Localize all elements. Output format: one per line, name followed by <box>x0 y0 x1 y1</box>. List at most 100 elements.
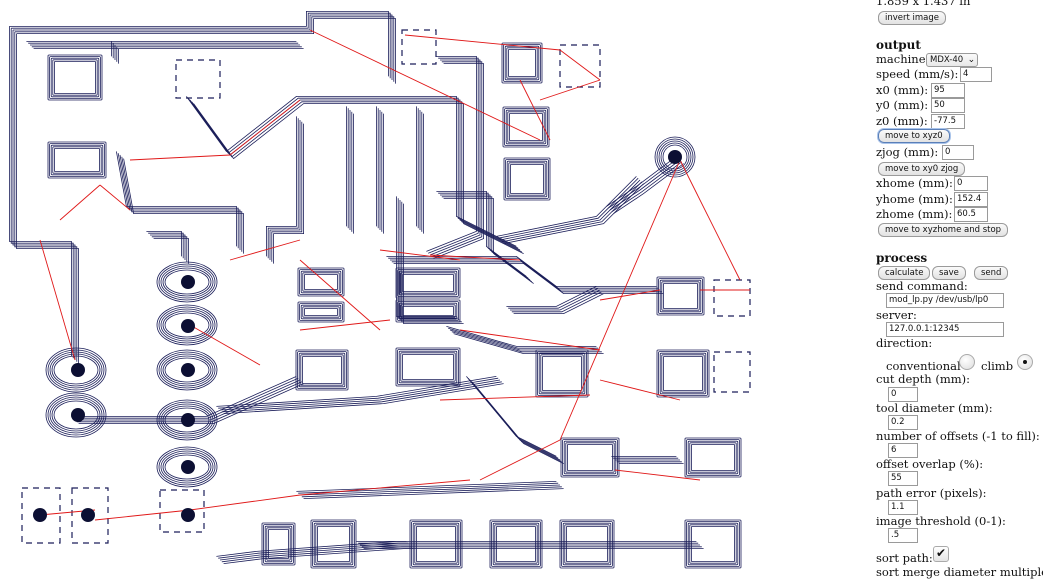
travel-move <box>539 79 601 101</box>
toolpath-trace <box>453 333 604 355</box>
toolpath-trace <box>503 183 644 244</box>
overlap-input[interactable]: 55 <box>888 471 918 486</box>
save-button[interactable]: save <box>932 266 966 280</box>
threshold-input[interactable]: .5 <box>888 528 918 543</box>
toolpath-pad <box>47 141 107 179</box>
x0-input[interactable]: 95 <box>931 83 965 98</box>
toolpath-outline <box>175 59 221 99</box>
toolpath-pad <box>506 160 548 198</box>
toolpath-pad <box>299 269 343 295</box>
toolpath-pad <box>540 354 584 393</box>
travel-move <box>679 159 741 281</box>
xhome-label: xhome (mm): <box>876 176 953 190</box>
climb-radio[interactable] <box>1017 354 1033 370</box>
toolpath-pad <box>302 306 340 318</box>
y0-input[interactable]: 50 <box>931 98 965 113</box>
toolpath-pad <box>300 304 342 320</box>
move-to-xy0-zjog-button[interactable]: move to xy0 zjog <box>878 162 966 176</box>
toolpath-pad <box>397 349 459 385</box>
toolpath-ring <box>45 392 107 438</box>
invert-image-button[interactable]: invert image <box>878 11 947 25</box>
offsets-input[interactable]: 6 <box>888 443 918 458</box>
toolpath-pad <box>504 45 540 81</box>
toolpath-trace <box>393 263 604 295</box>
sort-path-checkbox[interactable]: ✔ <box>933 546 949 562</box>
toolpath-ring <box>162 310 212 340</box>
xhome-input[interactable]: 0 <box>954 176 988 191</box>
toolpath-outline <box>713 279 751 317</box>
travel-move <box>519 79 551 141</box>
toolpath-trace <box>449 329 600 351</box>
toolpath-canvas <box>8 10 751 569</box>
toolpath-pad <box>298 352 346 388</box>
toolpath-trace <box>11 12 391 79</box>
toolpath-trace <box>10 28 74 359</box>
toolpath-pad <box>507 111 545 143</box>
tool-diameter-input[interactable]: 0.2 <box>888 415 918 430</box>
travel-move <box>599 379 681 401</box>
conventional-radio[interactable] <box>959 354 975 370</box>
toolpath-pad <box>658 351 708 396</box>
toolpath-pad <box>47 54 103 101</box>
speed-input[interactable]: 4 <box>960 67 992 82</box>
toolpath-pad <box>560 437 620 478</box>
toolpath-trace <box>303 488 564 499</box>
yhome-input[interactable]: 152.4 <box>954 192 988 207</box>
move-to-xyzhome-button[interactable]: move to xyzhome and stop <box>878 223 1009 237</box>
toolpath-trace <box>433 63 485 259</box>
server-input[interactable]: 127.0.0.1:12345 <box>886 322 1004 337</box>
sort-merge-label: sort merge diameter multiple: <box>876 565 1043 579</box>
toolpath-outline <box>21 487 61 544</box>
zjog-input[interactable]: 0 <box>942 145 974 160</box>
drill-hit <box>181 363 195 377</box>
toolpath-trace <box>403 203 464 325</box>
toolpath-trace <box>123 158 245 254</box>
toolpath-trace <box>426 56 477 252</box>
travel-move <box>299 479 471 496</box>
calculate-button[interactable]: calculate <box>878 266 931 280</box>
toolpath-pad <box>495 526 536 563</box>
y0-label: y0 (mm): <box>876 98 929 112</box>
toolpath-pad <box>659 352 707 395</box>
sort-path-label: sort path: <box>876 551 933 565</box>
image-size-readout: 1.859 x 1.437 in <box>876 0 971 8</box>
machine-select[interactable]: MDX-40 ⌄ <box>926 53 979 67</box>
travel-move <box>479 439 561 481</box>
toolpath-outline <box>713 351 751 393</box>
z0-input[interactable]: -77.5 <box>931 114 965 129</box>
travel-move <box>189 324 261 366</box>
toolpath-trace <box>121 156 243 252</box>
toolpath-trace <box>153 238 190 264</box>
toolpath-pad <box>50 57 100 98</box>
send-command-input[interactable]: mod_lp.py /dev/usb/lp0 <box>886 293 1004 308</box>
travel-move <box>99 184 131 211</box>
speed-label: speed (mm/s): <box>876 67 959 81</box>
move-to-xyz0-button[interactable]: move to xyz0 <box>878 129 950 143</box>
toolpath-pad <box>684 519 742 569</box>
travel-move <box>229 239 301 261</box>
toolpath-trace <box>510 289 660 311</box>
toolpath-pad <box>400 352 456 382</box>
toolpath-pad <box>415 526 456 563</box>
toolpath-ring <box>160 353 214 387</box>
direction-label: direction: <box>876 336 933 350</box>
toolpath-pad <box>397 269 459 297</box>
toolpath-outline <box>159 489 205 533</box>
machine-select-value: MDX-40 <box>930 55 964 65</box>
toolpath-ring <box>51 398 101 432</box>
send-button[interactable]: send <box>974 266 1009 280</box>
toolpath-trace <box>613 163 684 214</box>
threshold-label: image threshold (0-1): <box>876 514 1006 528</box>
zhome-input[interactable]: 60.5 <box>954 207 988 222</box>
toolpath-trace <box>191 101 522 253</box>
toolpath-trace <box>428 57 479 254</box>
toolpath-pad <box>508 162 546 196</box>
toolpath-pad <box>535 349 589 398</box>
cut-depth-input[interactable]: 0 <box>888 387 918 402</box>
toolpath-pad <box>504 108 548 146</box>
toolpath-pad <box>686 521 740 567</box>
path-error-input[interactable]: 1.1 <box>888 500 918 515</box>
toolpath-pad <box>400 272 456 294</box>
offsets-label: number of offsets (-1 to fill): <box>876 429 1040 443</box>
travel-move <box>379 249 461 261</box>
